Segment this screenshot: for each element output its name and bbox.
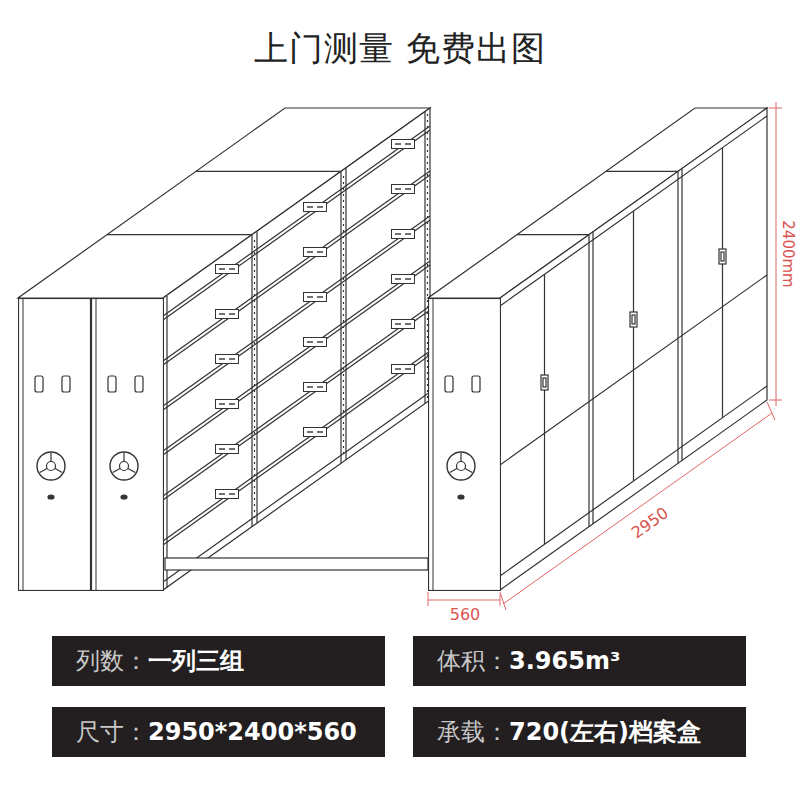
spec-key: 列数：: [76, 647, 148, 676]
group-divider: [677, 171, 678, 463]
dimension-line: [428, 600, 500, 601]
extension-line: [767, 402, 775, 420]
dimension-lines: [428, 102, 782, 610]
shelf-face: [163, 108, 430, 590]
label-plate: [216, 355, 239, 364]
upright-post: [251, 235, 252, 527]
dimension-label: 2400mm: [780, 218, 797, 289]
label-plate: [216, 265, 239, 274]
shelf-edge: [163, 220, 430, 410]
extension-line: [428, 592, 429, 606]
door-handle: [541, 375, 548, 390]
dimension-label: 560: [448, 606, 483, 624]
group-divider: [588, 235, 589, 527]
dimension-line: [776, 102, 777, 406]
door-line: [633, 211, 634, 481]
shelf-edge: [163, 392, 430, 582]
label-plate: [392, 365, 415, 374]
end-panel: [92, 299, 164, 591]
spec-value: 720(左右)档案盒: [509, 718, 701, 747]
upright-post: [340, 171, 341, 463]
spec-key: 体积：: [437, 647, 509, 676]
group-divider: [681, 169, 682, 461]
end-panel: [429, 299, 501, 591]
shelf-edge: [163, 175, 430, 365]
door-line: [722, 148, 723, 418]
spec-value: 一列三组: [148, 647, 244, 676]
shelf-edge: [163, 126, 430, 316]
title-text: 上门测量 免费出图: [0, 26, 800, 72]
door-line: [544, 274, 545, 544]
shelf-edge: [163, 261, 430, 451]
group-line: [517, 234, 589, 235]
shelf-edge: [163, 171, 430, 361]
label-plate: [304, 428, 327, 437]
label-plate: [304, 293, 327, 302]
label-plate: [392, 275, 415, 284]
shelf-edge: [163, 216, 430, 406]
door-handle: [719, 249, 726, 264]
right-cabinet-unit: [428, 108, 767, 591]
shelf-edge: [163, 306, 430, 496]
spec-value: 3.965m³: [509, 647, 620, 676]
post-holes: [427, 114, 428, 398]
label-plate: [392, 230, 415, 239]
door-handle: [721, 252, 724, 261]
group-line: [107, 234, 252, 235]
floor-track: [165, 558, 428, 570]
spec-box: 尺寸：2950*2400*560: [52, 707, 385, 757]
door-handle: [632, 315, 635, 324]
spec-key: 承载：: [437, 718, 509, 747]
door-face: [500, 108, 767, 590]
spec-box: 承载：720(左右)档案盒: [413, 707, 746, 757]
label-plate: [392, 140, 415, 149]
label-plate: [392, 185, 415, 194]
post-holes: [254, 240, 255, 520]
shelf-edge: [163, 130, 430, 320]
upright-post: [166, 296, 167, 588]
extension-line: [500, 592, 506, 610]
upright-post: [256, 231, 257, 523]
label-plate: [216, 445, 239, 454]
label-plate: [304, 248, 327, 257]
label-plate: [216, 490, 239, 499]
group-divider: [592, 232, 593, 524]
spec-box: 列数：一列三组: [52, 636, 385, 686]
spec-key: 尺寸：: [76, 718, 148, 747]
label-plate: [304, 383, 327, 392]
upright-post: [345, 168, 346, 460]
spec-value: 2950*2400*560: [148, 718, 357, 747]
label-plate: [304, 338, 327, 347]
shelf-edge: [163, 265, 430, 455]
shelf-edge: [163, 310, 430, 500]
label-plate: [216, 400, 239, 409]
dimension-label: 2950: [627, 503, 674, 543]
label-plate: [216, 310, 239, 319]
upright-post: [424, 112, 425, 404]
door-handle: [543, 378, 546, 387]
post-holes: [343, 176, 344, 457]
label-plate: [392, 320, 415, 329]
shelf-edge: [163, 351, 430, 541]
shelf-edge: [163, 355, 430, 545]
group-line: [196, 171, 341, 172]
label-plate: [304, 203, 327, 212]
end-panel: [19, 299, 91, 591]
group-line: [606, 171, 678, 172]
left-shelving-unit: [18, 108, 430, 591]
spec-box: 体积：3.965m³: [413, 636, 746, 686]
dimension-line: [503, 413, 772, 604]
door-handle: [630, 312, 637, 327]
